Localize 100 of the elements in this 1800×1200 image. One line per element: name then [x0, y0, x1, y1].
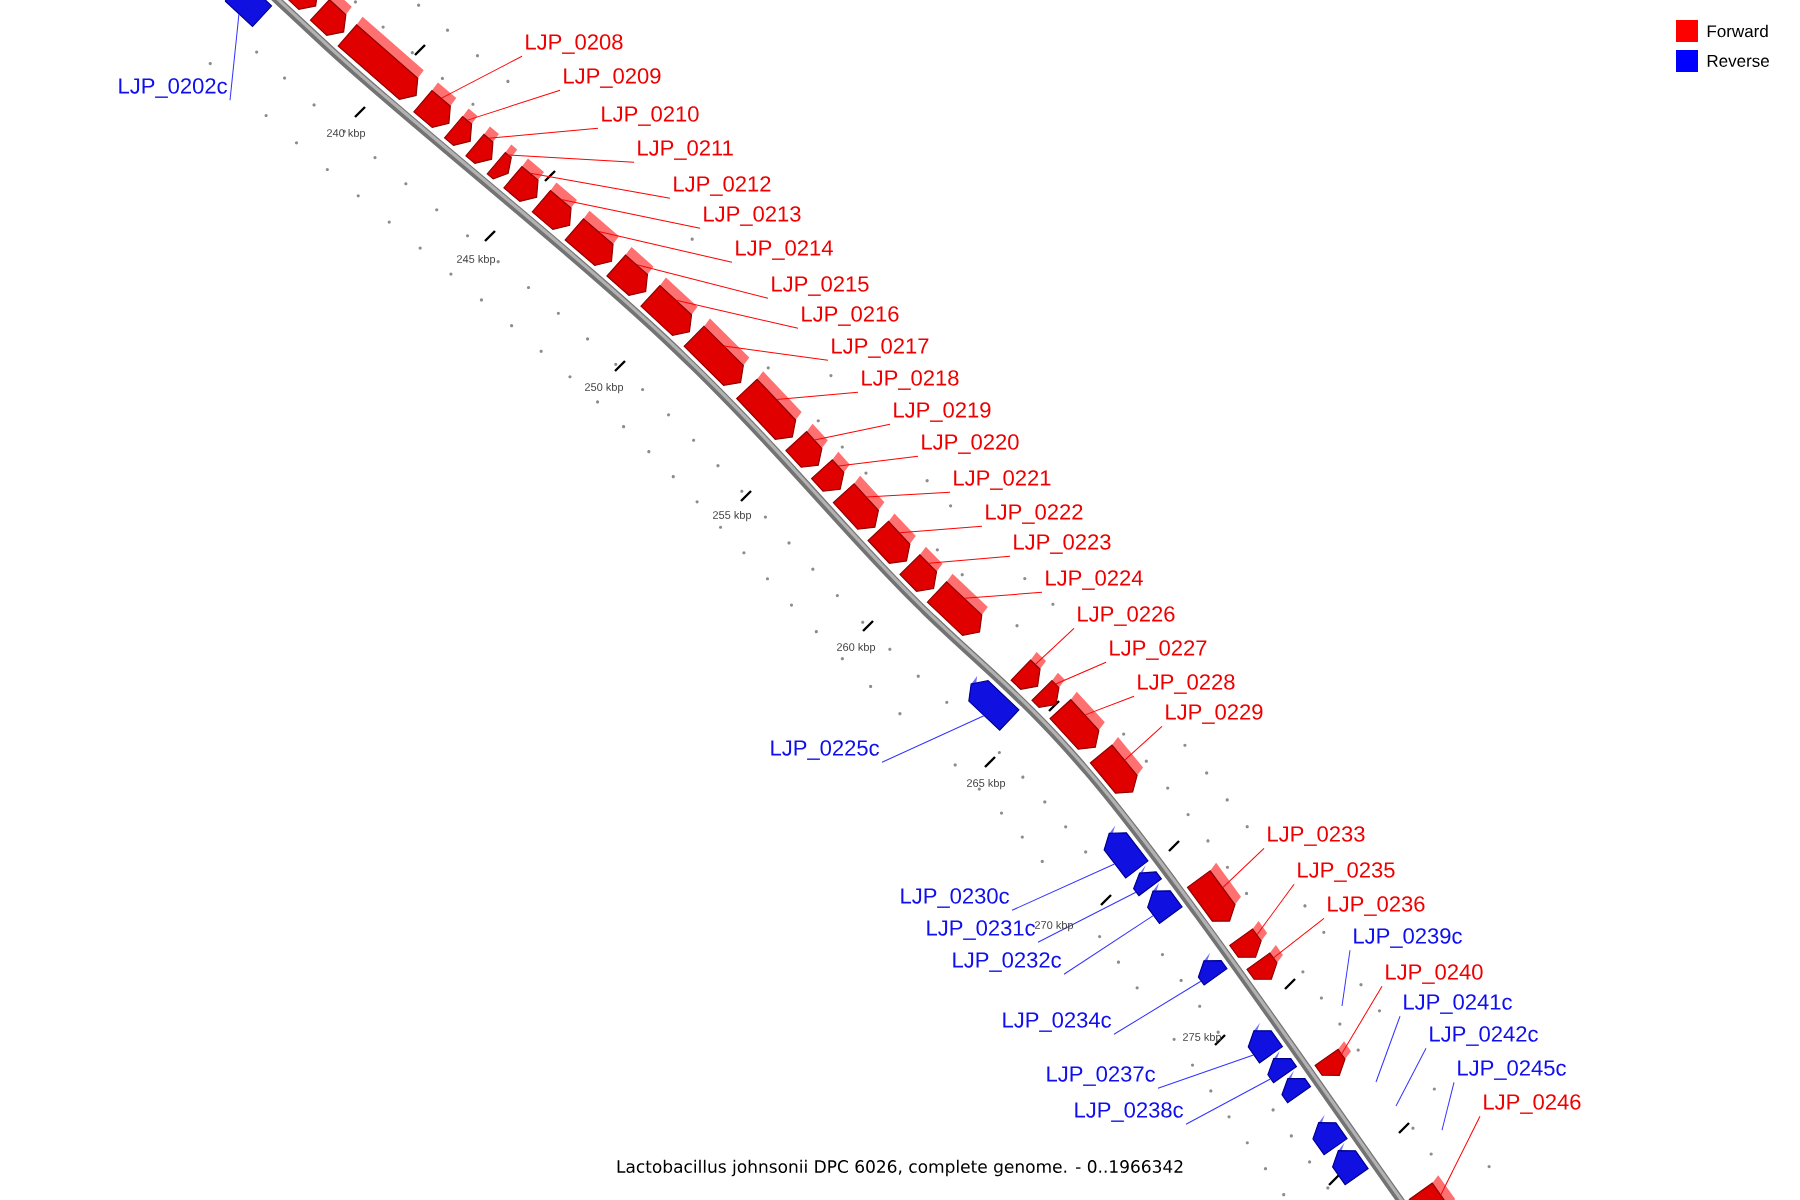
gene-block	[1314, 1041, 1351, 1076]
gene-block	[443, 108, 478, 147]
gene-label: LJP_0229	[1166, 704, 1263, 724]
leader-line	[1341, 949, 1351, 1007]
gene-block	[337, 16, 424, 101]
gene-block	[486, 144, 518, 180]
gene-label: LJP_0202c	[119, 78, 227, 98]
leader-line	[1113, 980, 1202, 1035]
gene-label: LJP_0210	[602, 106, 699, 126]
gene-block	[503, 158, 544, 203]
gene-block	[413, 82, 457, 129]
gene-block	[1331, 1142, 1369, 1186]
gene-block	[1408, 1175, 1456, 1200]
gene-block	[832, 475, 885, 530]
gene-block	[785, 423, 828, 468]
gene-block	[606, 247, 654, 297]
leader-line	[598, 231, 733, 263]
leader-line	[508, 154, 635, 163]
gene-block	[1246, 945, 1283, 980]
leader-line	[964, 591, 1043, 599]
gene-label: LJP_0246	[1484, 1094, 1581, 1114]
gene-block	[1312, 1114, 1348, 1156]
leader-line	[1157, 1054, 1254, 1089]
gene-block	[926, 573, 988, 636]
leader-line	[675, 299, 799, 329]
leader-line	[1124, 725, 1163, 761]
leader-line	[636, 264, 769, 299]
leader-line	[1035, 627, 1075, 665]
gene-block	[1010, 652, 1046, 690]
leader-line	[560, 198, 701, 229]
leader-line	[723, 345, 829, 361]
gene-label: LJP_0223	[1014, 534, 1111, 554]
gene-label: LJP_0224	[1046, 570, 1143, 590]
leader-line	[467, 89, 561, 121]
gene-block	[683, 318, 750, 386]
gene-label: LJP_0231c	[927, 920, 1035, 940]
gene-block	[1267, 1050, 1298, 1084]
gene-label: LJP_0227	[1110, 640, 1207, 660]
gene-block	[1281, 1070, 1312, 1104]
legend-label: Forward	[1707, 24, 1768, 38]
leader-line	[1341, 985, 1383, 1055]
gene-block	[1103, 825, 1149, 879]
gene-label: LJP_0242c	[1430, 1026, 1538, 1046]
gene-block	[564, 210, 620, 267]
leader-line	[1440, 1115, 1481, 1196]
leader-line	[1222, 847, 1265, 888]
gene-label: LJP_0226	[1078, 606, 1175, 626]
gene-block	[1049, 691, 1105, 750]
leader-line	[866, 491, 951, 498]
leader-line	[1011, 863, 1116, 911]
leader-line	[529, 172, 671, 199]
leader-line	[441, 55, 523, 99]
gene-block	[1031, 672, 1065, 708]
gene-label: LJP_0214	[736, 240, 833, 260]
leader-line	[1185, 1078, 1271, 1125]
gene-block	[531, 182, 578, 231]
gene-label: LJP_0221	[954, 470, 1051, 490]
gene-block	[867, 513, 916, 564]
leader-line	[1273, 917, 1325, 959]
gene-label: LJP_0235	[1298, 862, 1395, 882]
leader-line	[1395, 1047, 1427, 1107]
gene-label: LJP_0228	[1138, 674, 1235, 694]
leader-line	[837, 455, 919, 467]
leader-line	[881, 715, 985, 763]
leader-line	[776, 391, 859, 401]
leader-line	[814, 423, 891, 441]
gene-block	[309, 0, 352, 36]
gene-label: LJP_0225c	[771, 740, 879, 760]
gene-label: LJP_0213	[704, 206, 801, 226]
leader-line	[928, 555, 1011, 564]
gene-block	[465, 126, 499, 165]
leader-line	[899, 525, 983, 534]
gene-label: LJP_0212	[674, 176, 771, 196]
gene-label: LJP_0239c	[1354, 928, 1462, 948]
leader-line	[488, 127, 599, 139]
gene-label: LJP_0220	[922, 434, 1019, 454]
legend-label: Reverse	[1707, 55, 1769, 67]
gene-label: LJP_0216	[802, 306, 899, 326]
gene-label: LJP_0209	[564, 68, 661, 88]
gene-label: LJP_0211	[638, 140, 733, 160]
caption: Lactobacillus johnsonii DPC 6026, complete genome. - 0..1966342	[617, 1159, 1183, 1177]
gene-label: LJP_0237c	[1047, 1066, 1155, 1086]
gene-label: LJP_0217	[832, 338, 929, 358]
gene-label: LJP_0238c	[1075, 1102, 1183, 1122]
gene-label: LJP_0230c	[901, 888, 1009, 908]
leader-line	[1063, 915, 1154, 975]
gene-label: LJP_0218	[862, 370, 959, 390]
gene-label: LJP_0234c	[1003, 1012, 1111, 1032]
leader-line	[1256, 883, 1295, 936]
gene-block	[1197, 952, 1228, 986]
leader-line	[1084, 695, 1135, 716]
leader-line	[1375, 1015, 1401, 1083]
gene-block	[1186, 862, 1241, 922]
gene-block	[288, 0, 319, 10]
leader-line	[1055, 661, 1107, 685]
gene-label: LJP_0240	[1386, 964, 1483, 984]
gene-label: LJP_0222	[986, 504, 1083, 524]
gene-label: LJP_0233	[1268, 826, 1365, 846]
gene-label: LJP_0232c	[953, 952, 1061, 972]
gene-label: LJP_0219	[894, 402, 991, 422]
